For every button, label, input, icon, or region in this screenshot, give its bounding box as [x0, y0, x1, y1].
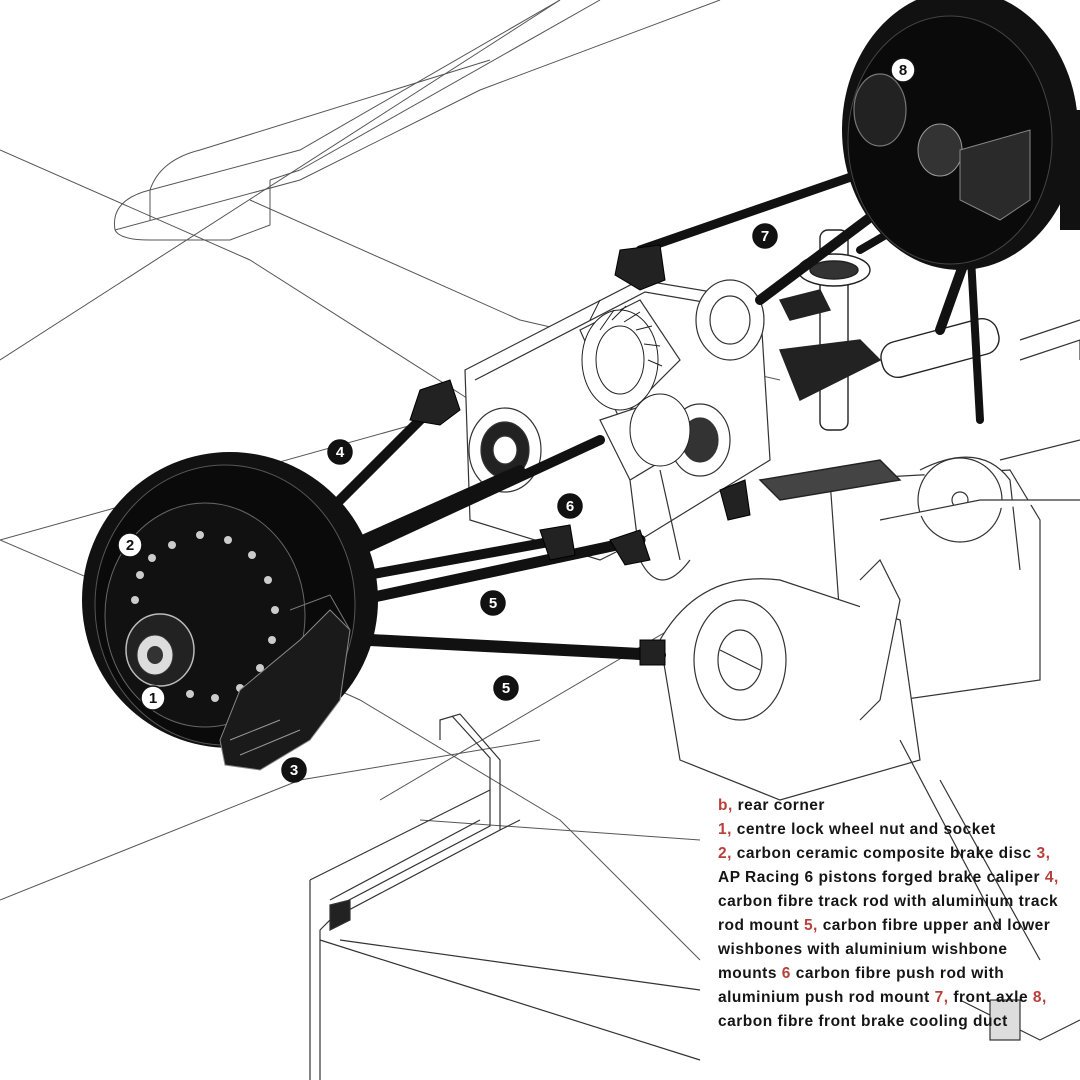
caption-num-7: 7,: [934, 989, 949, 1006]
marker-3-circle: [281, 757, 307, 783]
marker-6-label: 6: [566, 498, 574, 515]
brake-caliper: [219, 609, 351, 771]
marker-5b-circle: [493, 675, 519, 701]
arm-mounts: [409, 148, 1031, 666]
marker-8-circle: [890, 57, 916, 83]
marker-7-label: 7: [761, 228, 769, 245]
marker-2-circle: [117, 532, 143, 558]
marker-7: 7: [752, 223, 778, 249]
marker-5a: 5: [480, 590, 506, 616]
caption-num-1: 1,: [718, 821, 732, 838]
marker-3-label: 3: [290, 762, 298, 779]
marker-5a-label: 5: [489, 595, 497, 612]
caption-num-4: 4,: [1044, 869, 1059, 886]
caption-num-5: 5,: [803, 917, 818, 934]
crown-gear: [581, 299, 691, 467]
marker-2: 2: [117, 532, 143, 558]
caption-text-5: carbon fibre upper and lower wishbones w…: [718, 917, 1051, 982]
caption-text-4: carbon fibre track rod with aluminium tr…: [718, 893, 1059, 934]
marker-1-label: 1: [149, 690, 157, 707]
marker-5b: 5: [493, 675, 519, 701]
caption-num-2: 2,: [718, 845, 732, 862]
marker-5a-circle: [480, 590, 506, 616]
marker-1: 1: [140, 685, 166, 711]
marker-8-label: 8: [899, 62, 907, 79]
caption-section-label: rear corner: [737, 797, 825, 814]
caption-block: b, rear corner 1, centre lock wheel nut …: [718, 794, 1068, 1034]
caption-text-7: front axle: [953, 989, 1029, 1006]
caption-text-3: AP Racing 6 pistons forged brake caliper: [718, 869, 1041, 886]
caption-text-1: centre lock wheel nut and socket: [736, 821, 996, 838]
engine-block: [659, 319, 1080, 1041]
caption-num-6: 6: [781, 965, 791, 982]
marker-6-circle: [557, 493, 583, 519]
marker-layer: 1 2 3 4 5 5 6 7 8: [117, 57, 916, 783]
marker-4-label: 4: [336, 444, 345, 461]
caption-section-number: b,: [718, 797, 733, 814]
marker-4-circle: [327, 439, 353, 465]
marker-6: 6: [557, 493, 583, 519]
caption-section-row: b, rear corner: [718, 794, 1068, 818]
caption-text-6: carbon fibre push rod with aluminium pus…: [718, 965, 1005, 1006]
marker-3: 3: [281, 757, 307, 783]
floor-channel: [309, 713, 701, 1080]
marker-8: 8: [890, 57, 916, 83]
caption-text-2: carbon ceramic composite brake disc: [736, 845, 1032, 862]
caption-num-3: 3,: [1036, 845, 1051, 862]
marker-5b-label: 5: [502, 680, 510, 697]
caption-body: 1, centre lock wheel nut and socket 2, c…: [718, 818, 1068, 1034]
front-wheel-duct: [842, 0, 1080, 270]
caption-text-8: carbon fibre front brake cooling duct: [718, 1013, 1008, 1030]
caption-num-8: 8,: [1032, 989, 1047, 1006]
marker-4: 4: [327, 439, 353, 465]
rear-wheel-assembly: [82, 452, 378, 771]
marker-1-circle: [140, 685, 166, 711]
marker-7-circle: [752, 223, 778, 249]
marker-2-label: 2: [126, 537, 134, 554]
